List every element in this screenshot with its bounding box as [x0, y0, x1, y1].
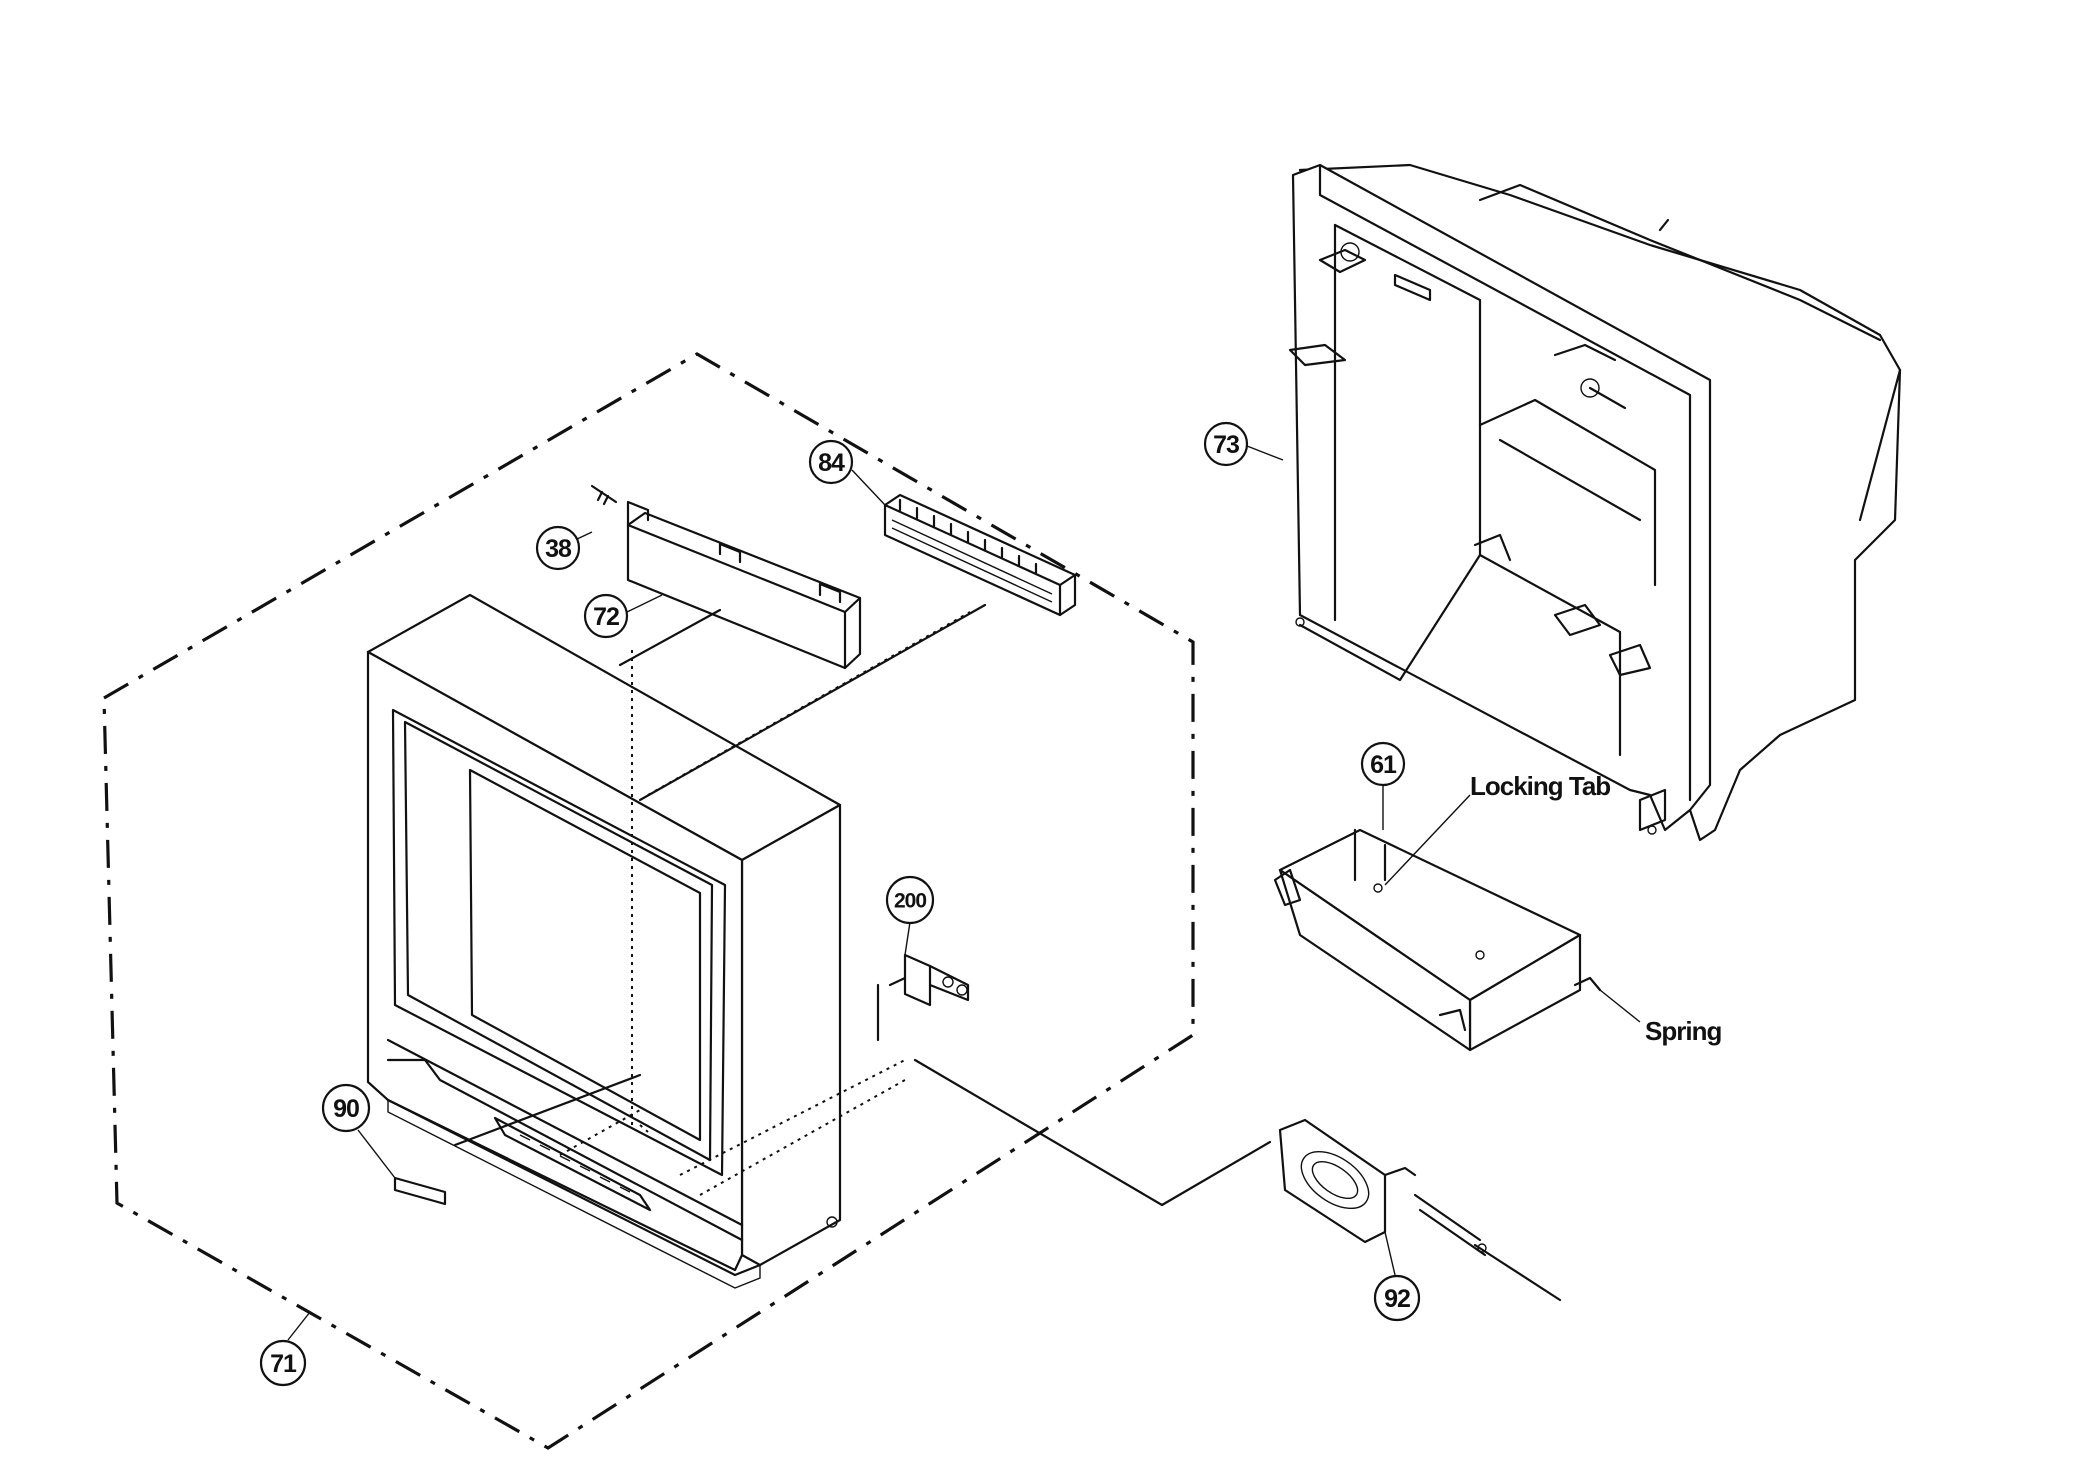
leader-lines	[287, 445, 1641, 1341]
callout-73: 73	[1203, 421, 1249, 467]
part-72-bracket	[626, 500, 862, 670]
callout-92: 92	[1373, 1274, 1421, 1322]
callout-72: 72	[583, 593, 629, 639]
assembly-boundary-71	[102, 352, 1195, 1450]
part-200-clip	[888, 953, 970, 1007]
spring-label: Spring	[1645, 1016, 1721, 1046]
callout-71: 71	[259, 1339, 307, 1387]
part-90-badge	[393, 1176, 447, 1206]
callout-90-text: 90	[333, 1095, 359, 1123]
callout-38-text: 38	[545, 535, 572, 563]
callout-90: 90	[321, 1083, 371, 1133]
callout-73-text: 73	[1213, 431, 1239, 459]
guide-lines	[453, 603, 1272, 1207]
part-73-rear-cabinet	[1288, 163, 1902, 842]
callout-84-text: 84	[818, 449, 845, 477]
part-61-chassis-rail	[1273, 828, 1602, 1052]
callout-200: 200	[885, 875, 935, 925]
part-92-speaker	[1278, 1118, 1562, 1302]
locking-tab-label: Locking Tab	[1470, 771, 1610, 801]
part-71-front-cabinet	[366, 593, 842, 1289]
callout-84: 84	[808, 439, 854, 485]
part-38-screw	[590, 484, 618, 506]
callout-72-text: 72	[593, 603, 619, 631]
callout-71-text: 71	[270, 1350, 297, 1378]
callout-61: 61	[1360, 741, 1406, 787]
callout-92-text: 92	[1384, 1285, 1410, 1313]
callout-38: 38	[535, 525, 581, 571]
callout-61-text: 61	[1370, 751, 1397, 779]
callout-200-text: 200	[894, 890, 926, 913]
part-84-button-strip	[883, 493, 1077, 617]
